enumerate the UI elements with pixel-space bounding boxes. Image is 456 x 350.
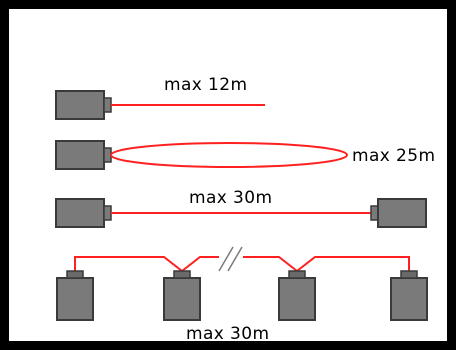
- row-3-link: max 30m: [55, 188, 427, 228]
- cable-length-diagram: max 12m max 25m max 30m: [55, 75, 435, 344]
- row-2-loop: max 25m: [55, 140, 435, 170]
- row-4-daisy-chain: max 30m: [56, 246, 428, 344]
- cable-loop-row2: [110, 142, 348, 168]
- label-row4: max 30m: [186, 324, 269, 344]
- label-row3: max 30m: [189, 188, 272, 208]
- device-row4-3: [278, 270, 316, 321]
- device-row4-2: [163, 270, 201, 321]
- label-row1: max 12m: [164, 75, 247, 95]
- device-row2: [55, 140, 112, 170]
- device-row4-1: [56, 270, 94, 321]
- row-1-point-to-point: max 12m: [55, 75, 265, 120]
- device-row1: [55, 90, 112, 120]
- double-slash-break-icon: [218, 246, 243, 272]
- cable-chain-row4: [74, 256, 410, 273]
- device-row3-right: [370, 198, 427, 228]
- label-row2: max 25m: [352, 146, 435, 166]
- device-row3-left: [55, 198, 112, 228]
- device-row4-4: [390, 270, 428, 321]
